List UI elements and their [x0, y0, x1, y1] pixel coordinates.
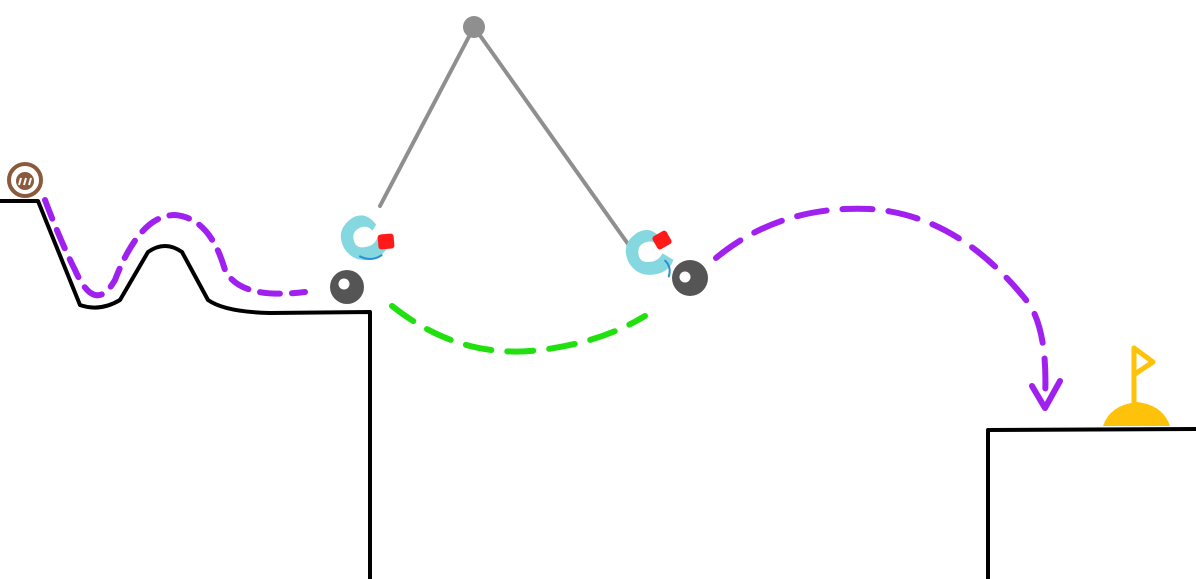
right-rope [472, 25, 630, 246]
magnet-icon[interactable] [334, 205, 400, 269]
left-rope [378, 25, 476, 208]
launch-path [713, 205, 1049, 401]
left-ground-terrain [0, 199, 372, 579]
iron-ball-icon[interactable] [330, 270, 364, 304]
brown-ball-icon[interactable] [7, 162, 43, 198]
magnet-icon[interactable] [620, 222, 683, 288]
iron-ball-icon[interactable] [672, 260, 708, 296]
roll-path [42, 197, 308, 299]
pivot-pin-icon[interactable] [463, 16, 485, 38]
right-ground-platform [986, 427, 1196, 579]
rope-group [378, 25, 630, 246]
terrain [0, 199, 1196, 579]
goal-flag-icon[interactable] [1103, 345, 1170, 426]
launch-path-arrowhead [1029, 378, 1063, 411]
swing-path [389, 303, 648, 355]
